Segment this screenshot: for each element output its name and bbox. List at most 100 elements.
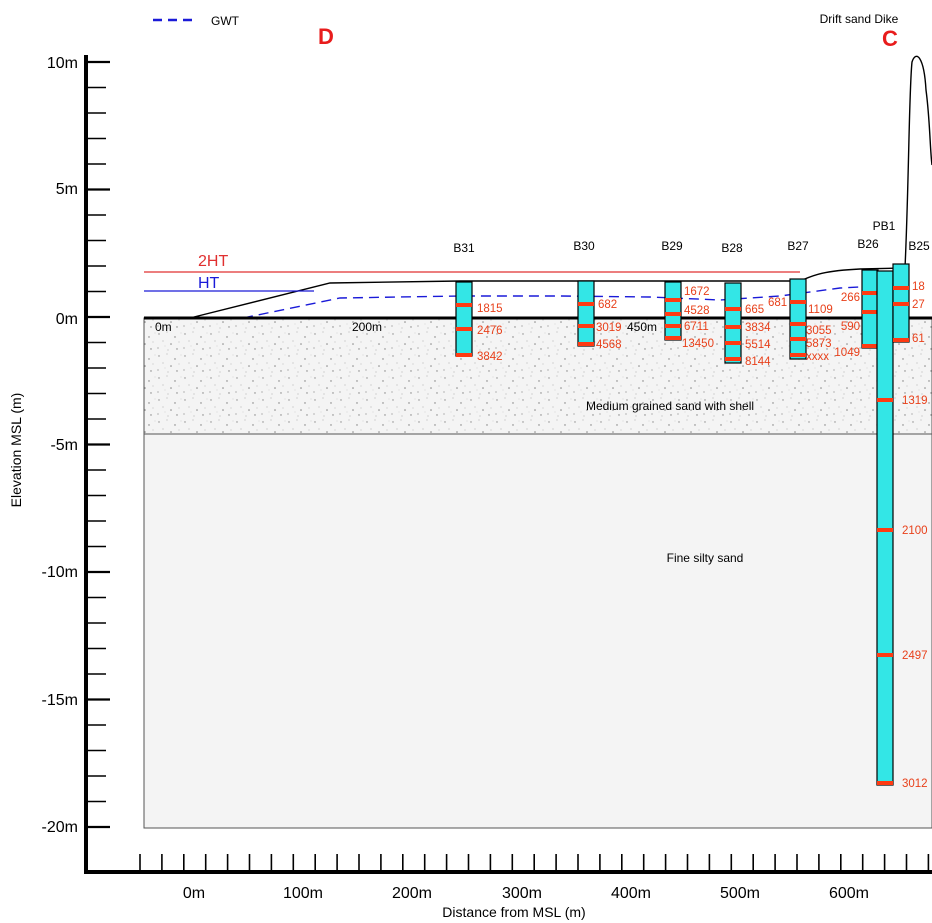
borehole-label: PB1 [873, 219, 896, 233]
section-marker-d: D [318, 24, 334, 49]
y-tick-label: 5m [56, 181, 78, 198]
borehole-b27: B27 681 1109 3055 5873 xxxx [768, 239, 833, 363]
spt-marker [578, 324, 594, 328]
spt-marker [456, 327, 472, 331]
x-tick-label: 600m [829, 885, 869, 902]
spt-marker [578, 342, 594, 346]
spt-marker [790, 337, 806, 341]
x-tick-label: 200m [392, 885, 432, 902]
spt-marker [877, 398, 893, 402]
borehole-label: B28 [721, 241, 743, 255]
spt-value: 1109 [808, 304, 833, 316]
spt-value: 2497 [902, 650, 928, 662]
spt-marker [877, 528, 893, 532]
spt-marker [725, 307, 741, 311]
inline-label-200m: 200m [352, 320, 382, 334]
spt-value: 4568 [596, 339, 622, 351]
spt-value: 3012 [902, 778, 928, 790]
spt-marker [877, 653, 893, 657]
spt-value: 1672 [684, 286, 710, 298]
spt-marker [877, 781, 893, 785]
y-tick-marks [86, 60, 110, 829]
y-axis-title: Elevation MSL (m) [8, 393, 24, 508]
dike-label: Drift sand Dike [820, 12, 899, 26]
borehole-label: B29 [661, 239, 683, 253]
borehole-column [789, 278, 807, 360]
y-tick-label: 10m [47, 55, 78, 72]
spt-value: 266 [841, 292, 860, 304]
spt-value: xxxx [806, 351, 829, 363]
spt-value: 3842 [477, 351, 503, 363]
x-tick-label: 0m [183, 885, 205, 902]
borehole-b25: B25 18 27 61 [892, 239, 930, 345]
spt-value: 61 [912, 333, 925, 345]
spt-marker [862, 310, 878, 314]
spt-marker [790, 322, 806, 326]
spt-value: 4528 [684, 305, 710, 317]
borehole-b26: B26 266 590 1049 [834, 237, 879, 359]
x-tick-label: 100m [283, 885, 323, 902]
borehole-b28: B28 665 3834 5514 8144 [721, 241, 771, 368]
spt-marker [725, 357, 741, 361]
borehole-column [724, 282, 742, 364]
spt-value: 682 [598, 299, 617, 311]
x-tick-label: 500m [720, 885, 760, 902]
spt-marker [456, 353, 472, 357]
spt-marker [725, 341, 741, 345]
spt-marker [893, 338, 909, 342]
section-marker-c: C [882, 26, 898, 51]
spt-value: 5873 [806, 338, 832, 350]
spt-value: 2100 [902, 525, 928, 537]
borehole-b30: B30 682 3019 4568 [573, 239, 621, 351]
spt-value: 18 [912, 281, 925, 293]
spt-marker [665, 298, 681, 302]
borehole-label: B30 [573, 239, 595, 253]
spt-marker [893, 302, 909, 306]
borehole-label: B31 [453, 241, 475, 255]
borehole-label: B26 [857, 237, 879, 251]
borehole-b29: B29 1672 4528 6711 13450 [661, 239, 714, 350]
y-tick-label: -5m [50, 437, 78, 454]
inline-label-0m: 0m [155, 320, 172, 334]
spt-marker [790, 353, 806, 357]
spt-marker [725, 325, 741, 329]
gwt-legend-label: GWT [211, 14, 240, 28]
spt-value: 1319 [902, 395, 928, 407]
spt-value: 2476 [477, 325, 503, 337]
y-tick-label: -10m [42, 564, 78, 581]
spt-value: 27 [912, 299, 925, 311]
y-tick-label: -20m [42, 819, 78, 836]
borehole-pb1: PB1 1319 2100 2497 3012 [873, 219, 928, 790]
spt-value: 681 [768, 297, 787, 309]
spt-value: 590 [841, 321, 860, 333]
spt-value: 13450 [682, 338, 714, 350]
spt-value: 5514 [745, 339, 771, 351]
spt-marker [862, 291, 878, 295]
ht-label: HT [198, 275, 220, 292]
ground-profile-line [189, 55, 932, 319]
spt-marker [665, 336, 681, 340]
layer-label-upper: Medium grained sand with shell [586, 399, 754, 413]
borehole-column [455, 281, 473, 357]
spt-value: 1049 [834, 347, 860, 359]
layer-label-lower: Fine silty sand [667, 551, 744, 565]
spt-marker [456, 303, 472, 307]
borehole-label: B27 [787, 239, 809, 253]
spt-value: 3834 [745, 322, 771, 334]
spt-value: 665 [745, 304, 764, 316]
borehole-b31: B31 1815 2476 3842 [453, 241, 502, 363]
borehole-column [664, 281, 682, 341]
y-tick-label: -15m [42, 692, 78, 709]
x-tick-label: 300m [502, 885, 542, 902]
spt-value: 3019 [596, 322, 622, 334]
x-tick-label: 400m [611, 885, 651, 902]
spt-value: 6711 [684, 321, 709, 333]
spt-value: 3055 [806, 325, 832, 337]
x-tick-marks [139, 854, 930, 872]
borehole-column [861, 269, 879, 349]
borehole-label: B25 [908, 239, 930, 253]
spt-marker [578, 302, 594, 306]
y-tick-label: 0m [56, 311, 78, 328]
x-axis-title: Distance from MSL (m) [442, 904, 585, 920]
